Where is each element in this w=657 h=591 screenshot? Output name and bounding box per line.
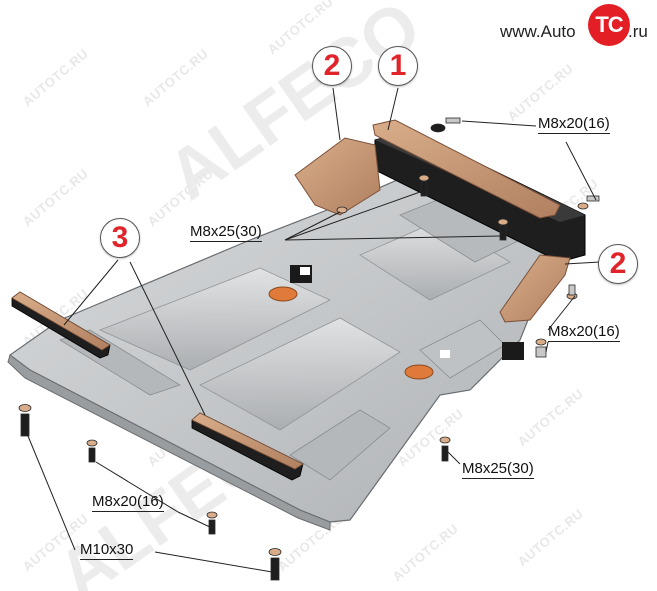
access-window-right: [502, 342, 524, 360]
bracket-3-left: [11, 291, 111, 359]
bolts: [18, 117, 600, 581]
fastener-label-m8x20-right: M8x20(16): [548, 323, 620, 342]
logo-prefix: www.Auto: [500, 22, 576, 41]
callout-part-3: 3: [100, 218, 140, 258]
bracket-3-right: [191, 412, 304, 481]
fastener-label-m10x30: M10x30: [80, 541, 134, 560]
fastener-label-m8x25-bottom: M8x25(30): [462, 460, 534, 479]
brand-plate-left: [268, 286, 298, 302]
fastener-label-m8x20-top: M8x20(16): [538, 115, 610, 134]
logo-suffix: .ru: [628, 22, 648, 41]
bracket-1: [372, 119, 561, 219]
brand-plate-right: [404, 364, 434, 380]
leader-lines: [27, 87, 601, 573]
skid-plate: [7, 169, 561, 531]
callout-part-1: 1: [378, 46, 418, 86]
fastener-label-m8x20-left: M8x20(16): [92, 493, 164, 512]
fastener-label-m8x25-center: M8x25(30): [190, 223, 262, 242]
logo-badge: TC: [588, 4, 630, 46]
callout-part-2-right: 2: [598, 244, 638, 284]
bracket-2-right: [499, 254, 571, 323]
site-logo[interactable]: www.Auto TC .ru: [500, 4, 648, 46]
bracket-2-left: [294, 137, 381, 216]
callout-part-2-top: 2: [312, 46, 352, 86]
